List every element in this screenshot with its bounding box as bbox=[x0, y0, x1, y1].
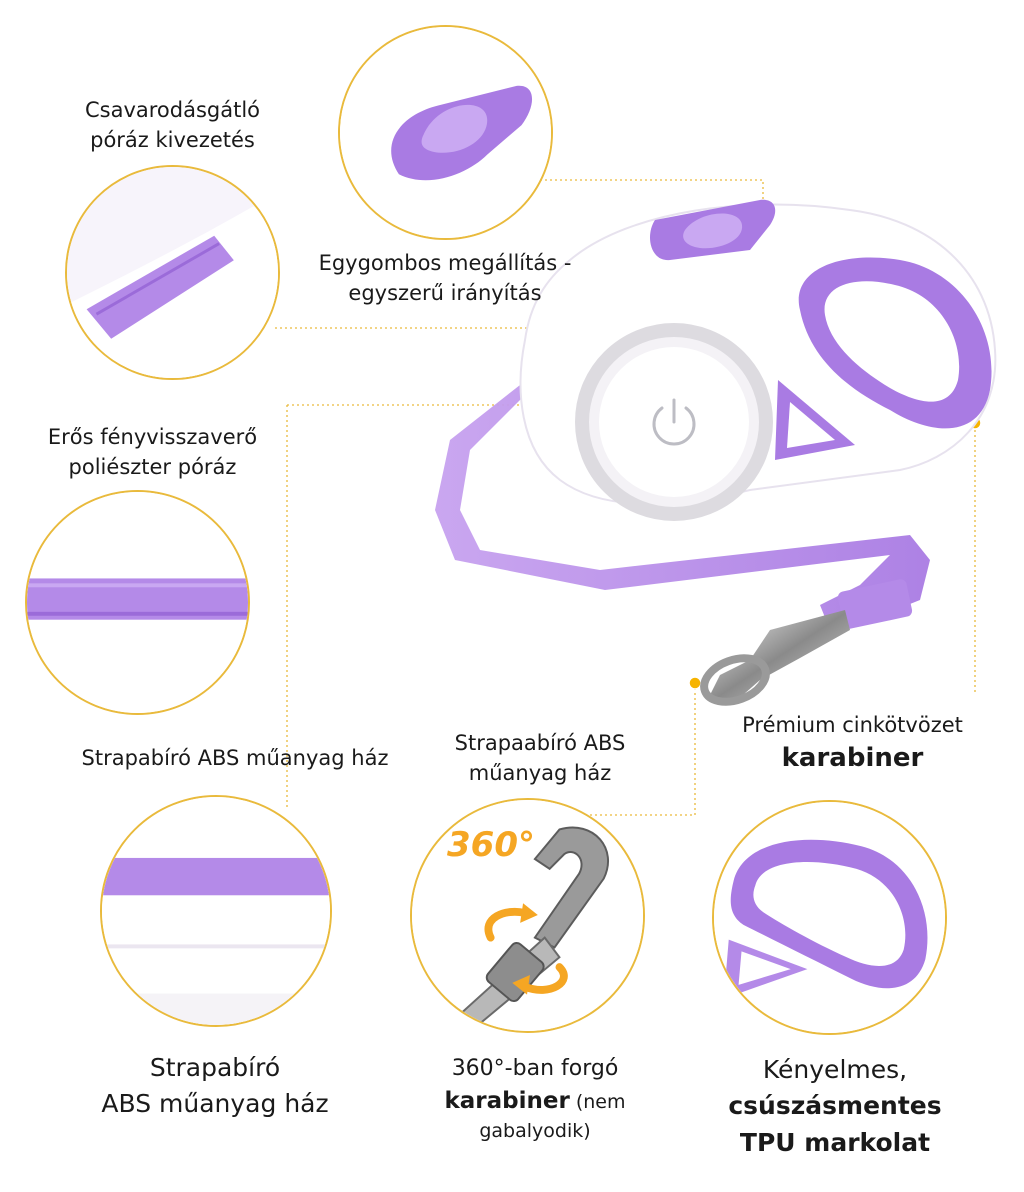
label-reflective: Erős fényvisszaverő poliészter póráz bbox=[20, 422, 285, 483]
detail-circle-button bbox=[338, 25, 553, 240]
label-line: Prémium cinkötvözet bbox=[742, 713, 963, 737]
label-bottom-left: Strapabíró ABS műanyag ház bbox=[60, 1050, 370, 1123]
detail-circle-reflective-tape bbox=[25, 490, 250, 715]
label-line: Strapabíró bbox=[149, 1053, 281, 1082]
power-icon bbox=[652, 398, 696, 446]
label-line: gabalyodik) bbox=[479, 1120, 591, 1143]
label-premium: Prémium cinkötvözet karabiner bbox=[715, 710, 990, 778]
label-line: csúszásmentes bbox=[728, 1091, 942, 1121]
label-abs-left: Strapabíró ABS műanyag ház bbox=[81, 746, 389, 770]
label-line: ABS műanyag ház bbox=[101, 1089, 329, 1119]
label-line: Kényelmes, bbox=[762, 1055, 908, 1084]
badge-360: 360° bbox=[447, 825, 535, 865]
label-one-button: Egygombos megállítás - egyszerű irányítá… bbox=[285, 248, 605, 309]
label-bottom-center: 360°-ban forgó karabiner (nem gabalyodik… bbox=[400, 1053, 670, 1146]
label-line: egyszerű irányítás bbox=[348, 281, 542, 306]
label-line: 360°-ban forgó bbox=[451, 1056, 619, 1081]
detail-circle-grip bbox=[712, 800, 947, 1035]
label-line: Strapaabíró ABS bbox=[454, 731, 626, 755]
label-line: póráz kivezetés bbox=[90, 128, 255, 153]
label-line: Erős fényvisszaverő bbox=[47, 425, 258, 449]
label-line: műanyag ház bbox=[468, 761, 612, 786]
rotate-arrows-icon bbox=[484, 907, 568, 994]
label-line: Egygombos megállítás - bbox=[318, 251, 572, 275]
label-paren: (nem bbox=[569, 1090, 626, 1113]
label-bold: karabiner bbox=[444, 1087, 570, 1114]
leash-product-image bbox=[435, 199, 997, 706]
label-anti-twist: Csavarodásgátló póráz kivezetés bbox=[40, 95, 305, 156]
label-line: karabiner (nem bbox=[400, 1085, 670, 1118]
label-line: Csavarodásgátló bbox=[84, 98, 261, 122]
label-abs-center: Strapaabíró ABS műanyag ház bbox=[420, 728, 660, 789]
detail-circle-anti-twist bbox=[65, 165, 280, 380]
label-line: TPU markolat bbox=[739, 1127, 931, 1157]
detail-circle-abs-case bbox=[100, 795, 332, 1027]
label-bottom-right: Kényelmes, csúszásmentes TPU markolat bbox=[690, 1052, 980, 1161]
label-line: poliészter póráz bbox=[68, 455, 237, 480]
detail-circle-carabiner bbox=[410, 798, 645, 1033]
label-line: karabiner bbox=[781, 743, 924, 774]
